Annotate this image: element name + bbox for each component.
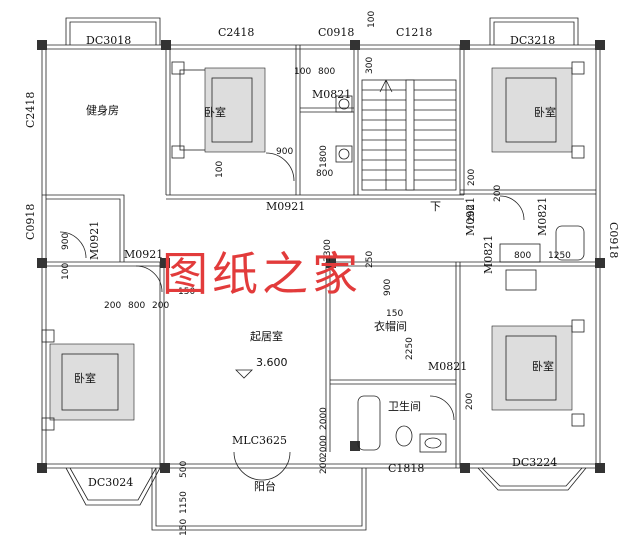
level-mark: 3.600	[256, 356, 288, 369]
dim-500: 500	[179, 461, 189, 478]
dim-200-r3: 200	[493, 185, 503, 202]
dim-1250: 1250	[548, 251, 571, 261]
column	[595, 463, 605, 473]
code-dc3224: DC3224	[512, 456, 557, 469]
column	[37, 258, 47, 268]
column	[37, 40, 47, 50]
column	[326, 258, 336, 268]
column	[595, 258, 605, 268]
code-c2418-left: C2418	[24, 92, 37, 128]
doors	[59, 152, 525, 481]
dim-150-c: 150	[386, 309, 403, 319]
dim-800-r: 800	[514, 251, 531, 261]
dim-200-b: 200	[319, 457, 329, 474]
dim-250: 250	[365, 251, 375, 268]
code-m0921-center: M0921	[266, 200, 305, 213]
code-c2418-top: C2418	[218, 26, 254, 39]
room-label-living: 起居室	[250, 329, 283, 343]
code-c1818: C1818	[388, 462, 424, 475]
column	[160, 258, 170, 268]
dim-300: 300	[365, 57, 375, 74]
code-m0921-left-h: M0921	[124, 248, 163, 261]
bed-nw	[171, 61, 266, 159]
room-label-bedroom-se: 卧室	[532, 359, 554, 373]
dim-1800: 1800	[319, 145, 329, 168]
code-c0918-right: C0918	[607, 222, 620, 258]
column	[160, 463, 170, 473]
stair	[361, 79, 457, 191]
code-dc3018: DC3018	[86, 34, 131, 47]
column	[460, 463, 470, 473]
column	[350, 441, 360, 451]
room-label-bedroom-ne: 卧室	[534, 105, 556, 119]
code-m0921-right-v: M0921	[464, 197, 477, 236]
code-c0918-top: C0918	[318, 26, 354, 39]
dim-100-a: 100	[294, 67, 311, 77]
room-label-balcony: 阳台	[254, 479, 276, 493]
dim-150-b: 150	[179, 519, 189, 536]
fixtures	[335, 95, 585, 453]
walls	[41, 17, 601, 531]
dim-200-l2: 200	[152, 301, 169, 311]
dim-800-l: 800	[128, 301, 145, 311]
code-m0821-lower: M0821	[428, 360, 467, 373]
bed-ne	[491, 61, 585, 159]
dim-2000-b: 2000	[319, 435, 329, 458]
room-label-bedroom-sw: 卧室	[74, 371, 96, 385]
dim-150-l: 150	[178, 287, 195, 297]
dim-200-c: 200	[465, 393, 475, 410]
dim-200-r2: 200	[467, 205, 477, 222]
columns	[37, 40, 605, 473]
column	[161, 40, 171, 50]
code-m0821-upper: M0821	[312, 88, 351, 101]
code-mlc3625: MLC3625	[232, 434, 287, 447]
dim-100-top: 100	[367, 11, 377, 28]
dim-2000-c: 2000	[319, 407, 329, 430]
room-label-closet: 衣帽间	[374, 319, 407, 333]
dim-800-b: 800	[316, 169, 333, 179]
code-m0921-left-v: M0921	[88, 221, 101, 260]
dim-900-c: 900	[383, 279, 393, 296]
column	[595, 40, 605, 50]
dim-800-a: 800	[318, 67, 335, 77]
code-c0918-left: C0918	[24, 204, 37, 240]
code-m0821-closet: M0821	[482, 235, 495, 274]
dim-2250: 2250	[405, 337, 415, 360]
dim-200-r1: 200	[467, 169, 477, 186]
code-dc3024: DC3024	[88, 476, 133, 489]
dim-100-b: 100	[215, 161, 225, 178]
bed-sw	[41, 329, 135, 431]
code-dc3218: DC3218	[510, 34, 555, 47]
code-m0821-right-v: M0821	[536, 197, 549, 236]
column	[460, 40, 470, 50]
bed-se	[491, 319, 585, 427]
dim-900-l: 900	[61, 233, 71, 250]
column	[350, 40, 360, 50]
column	[37, 463, 47, 473]
dim-200-l1: 200	[104, 301, 121, 311]
watermark: 图纸之家	[162, 247, 362, 301]
stair-down-label: 下	[430, 200, 441, 213]
code-c1218: C1218	[396, 26, 432, 39]
room-label-bedroom-nw: 卧室	[204, 105, 226, 119]
room-label-bath: 卫生间	[388, 399, 421, 413]
dim-900-a: 900	[276, 147, 293, 157]
dim-1150: 1150	[179, 491, 189, 514]
dim-3300: 3300	[323, 239, 333, 262]
room-label-gym: 健身房	[86, 103, 119, 117]
dim-100-l: 100	[61, 263, 71, 280]
